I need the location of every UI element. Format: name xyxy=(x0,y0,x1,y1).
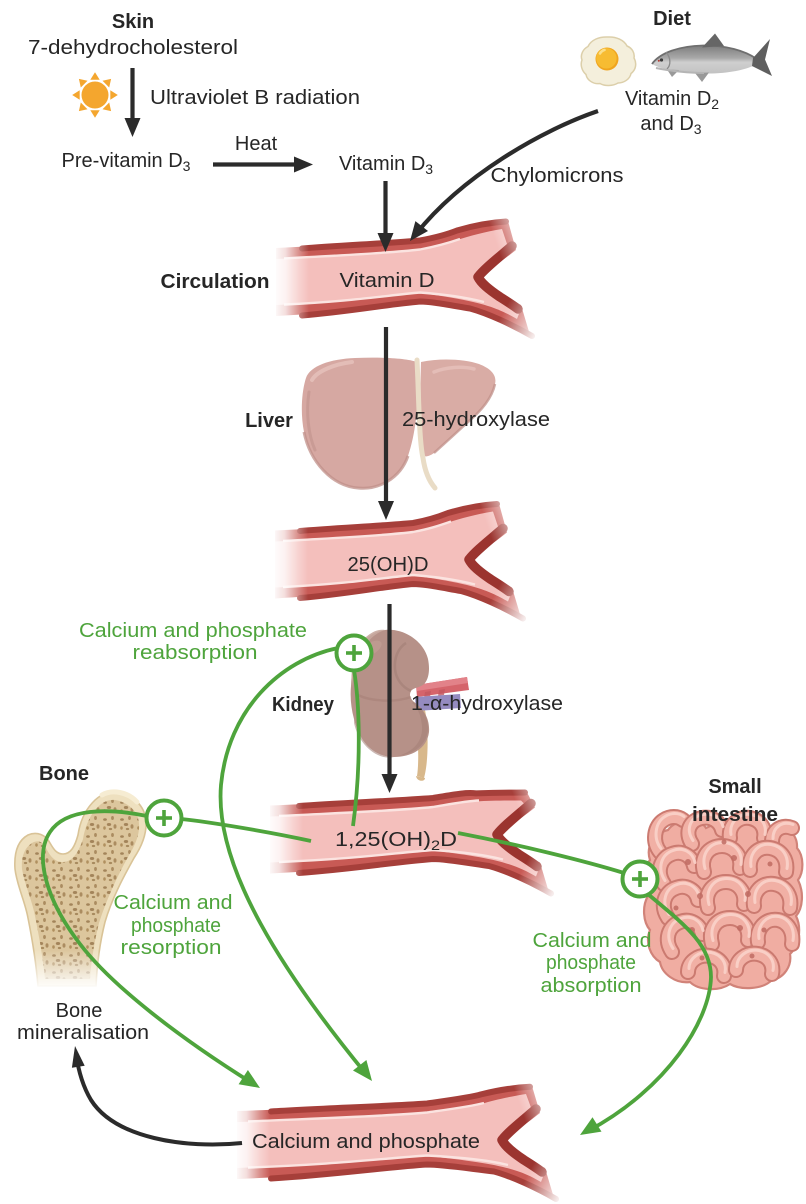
svg-text:25-hydroxylase: 25-hydroxylase xyxy=(402,409,550,431)
svg-text:Calcium and: Calcium and xyxy=(114,892,233,914)
svg-text:Ultraviolet B radiation: Ultraviolet B radiation xyxy=(150,87,360,109)
svg-text:Calcium and: Calcium and xyxy=(533,930,652,952)
svg-text:7-dehydrocholesterol: 7-dehydrocholesterol xyxy=(28,37,238,59)
svg-text:absorption: absorption xyxy=(541,975,642,997)
svg-text:reabsorption: reabsorption xyxy=(133,642,258,664)
svg-text:Skin: Skin xyxy=(112,11,154,33)
svg-text:Vitamin D3: Vitamin D3 xyxy=(339,153,433,177)
svg-text:Calcium and phosphate: Calcium and phosphate xyxy=(252,1131,480,1153)
svg-text:phosphate: phosphate xyxy=(131,915,221,937)
svg-text:and D3: and D3 xyxy=(640,113,701,137)
svg-text:Small: Small xyxy=(708,776,761,798)
svg-text:Pre-vitamin D3: Pre-vitamin D3 xyxy=(62,150,191,174)
svg-text:Diet: Diet xyxy=(653,8,691,30)
svg-text:mineralisation: mineralisation xyxy=(17,1022,149,1044)
svg-text:Calcium and phosphate: Calcium and phosphate xyxy=(79,620,307,642)
svg-text:Chylomicrons: Chylomicrons xyxy=(491,165,624,187)
svg-text:Bone: Bone xyxy=(56,1000,103,1022)
svg-text:Heat: Heat xyxy=(235,133,278,155)
svg-text:Vitamin D2: Vitamin D2 xyxy=(625,88,719,112)
svg-text:intestine: intestine xyxy=(692,804,778,826)
svg-text:1-α-hydroxylase: 1-α-hydroxylase xyxy=(411,693,563,715)
svg-text:Liver: Liver xyxy=(245,410,293,432)
svg-text:phosphate: phosphate xyxy=(546,952,636,974)
svg-text:resorption: resorption xyxy=(121,937,222,959)
svg-text:25(OH)D: 25(OH)D xyxy=(348,554,429,576)
svg-text:Circulation: Circulation xyxy=(161,271,270,293)
svg-text:Bone: Bone xyxy=(39,763,89,785)
svg-text:Vitamin D: Vitamin D xyxy=(340,270,435,292)
svg-text:Kidney: Kidney xyxy=(272,694,335,716)
